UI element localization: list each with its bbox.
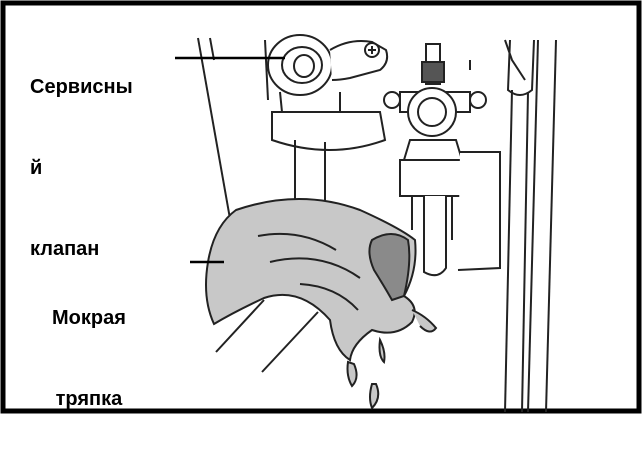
- wet-rag-label-line2: тряпка: [52, 386, 126, 413]
- service-valve-label-line2: й: [30, 155, 133, 182]
- wet-rag-label: Мокрая тряпка: [52, 251, 126, 467]
- wet-rag-label-line1: Мокрая: [52, 305, 126, 332]
- illustration-frame: Сервисны й клапан Мокрая тряпка: [0, 0, 642, 414]
- wet-rag: [206, 199, 436, 408]
- service-valve-label-line1: Сервисны: [30, 74, 133, 101]
